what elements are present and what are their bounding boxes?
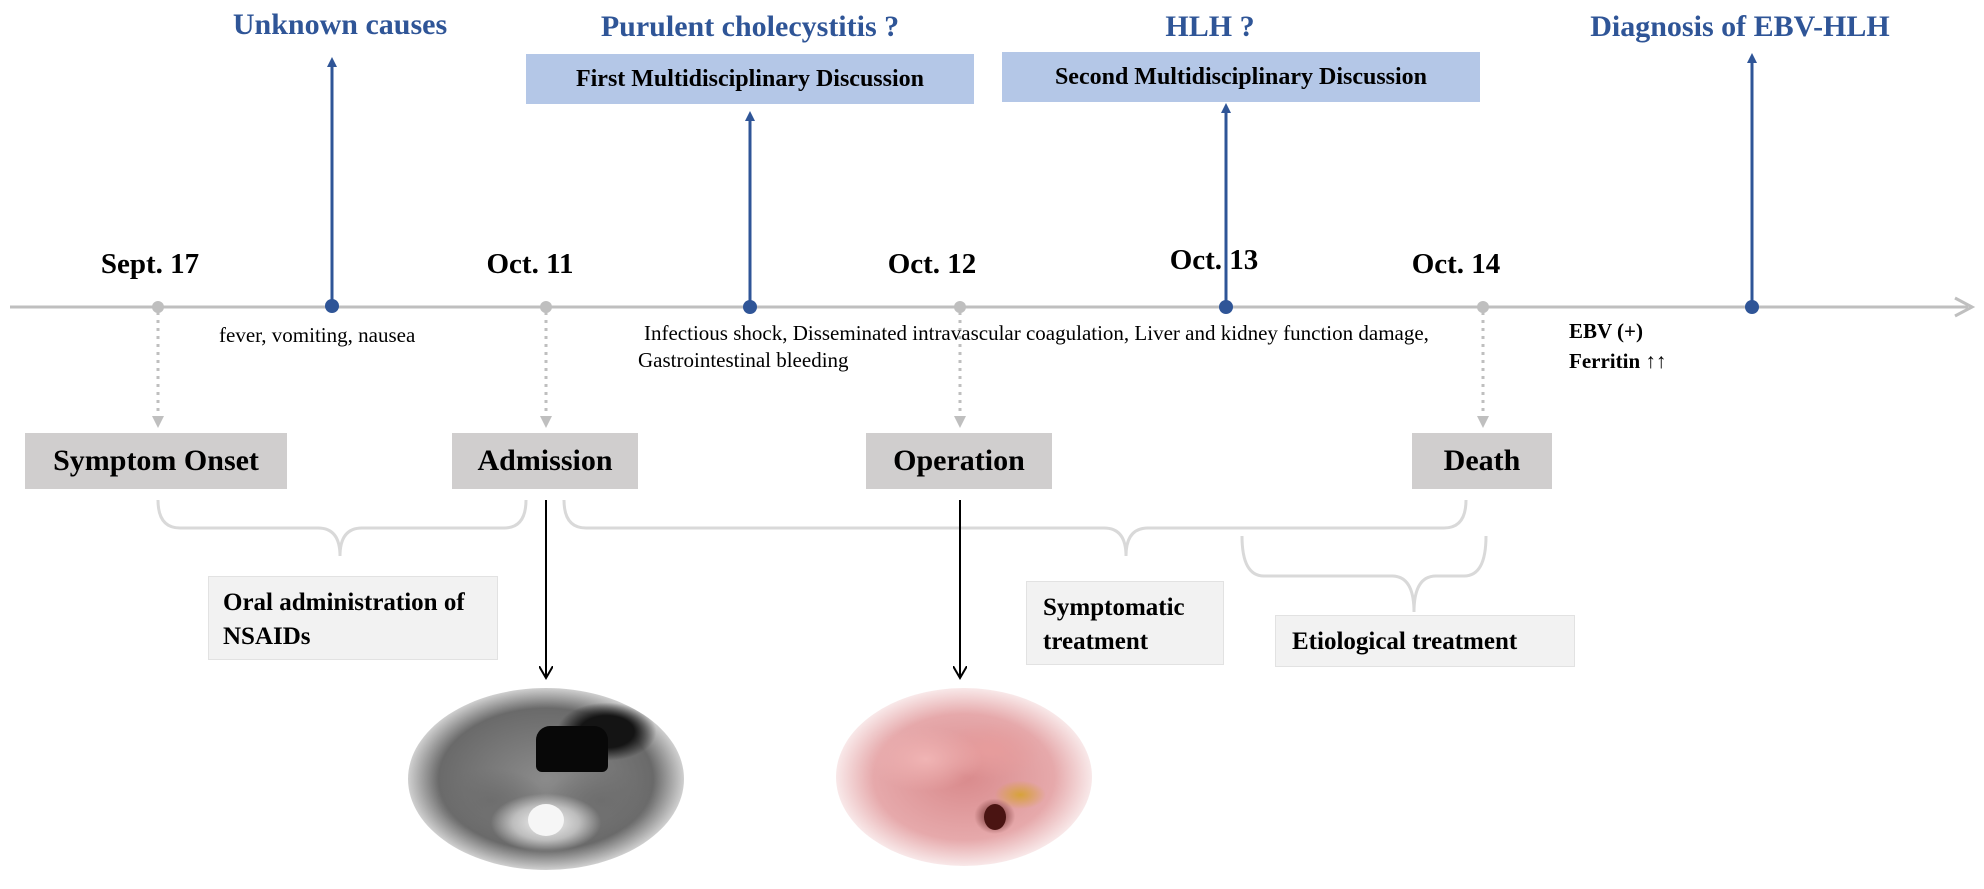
label-unknown-causes: Unknown causes	[232, 8, 448, 41]
marker-unknown-causes	[325, 299, 339, 313]
timeline-axis-arrowhead	[1954, 296, 1976, 318]
first-discussion-box: First Multidisciplinary Discussion	[526, 54, 974, 104]
brace-symptomatic	[562, 499, 1468, 557]
second-discussion-box: Second Multidisciplinary Discussion	[1002, 52, 1480, 102]
marker-diagnosis	[1745, 300, 1759, 314]
date-sept17: Sept. 17	[100, 248, 200, 280]
marker-oct11	[540, 301, 552, 313]
marker-oct12	[954, 301, 966, 313]
marker-sept17	[152, 301, 164, 313]
stage-admission: Admission	[452, 433, 638, 489]
label-diagnosis: Diagnosis of EBV-HLH	[1590, 10, 1890, 43]
ct-gas-region	[536, 726, 608, 772]
label-hlh: HLH ?	[1165, 10, 1255, 43]
brace-nsaids	[156, 499, 528, 557]
stage-death: Death	[1412, 433, 1552, 489]
brace-etiological	[1240, 535, 1488, 613]
marker-hlh	[1219, 300, 1233, 314]
label-purulent-cholecystitis: Purulent cholecystitis ?	[600, 10, 900, 43]
treatment-nsaids: Oral administration of NSAIDs	[208, 576, 498, 660]
lab-result-ebv: EBV (+)	[1569, 319, 1644, 343]
ct-scan-image	[408, 688, 684, 870]
ct-vertebra	[528, 804, 564, 836]
date-oct12: Oct. 12	[887, 248, 977, 280]
date-oct13: Oct. 13	[1169, 244, 1259, 276]
marker-purulent-cholecystitis	[743, 300, 757, 314]
symptoms-text: fever, vomiting, nausea	[219, 323, 416, 347]
complications-text: Infectious shock, Disseminated intravasc…	[638, 321, 1429, 372]
date-oct14: Oct. 14	[1411, 248, 1501, 280]
date-oct11: Oct. 11	[486, 248, 574, 280]
stage-operation: Operation	[866, 433, 1052, 489]
surgery-bleeding-spot	[984, 804, 1006, 830]
marker-oct14	[1477, 301, 1489, 313]
treatment-symptomatic: Symptomatic treatment	[1026, 581, 1224, 665]
surgical-field-image	[836, 688, 1092, 866]
stage-symptom-onset: Symptom Onset	[25, 433, 287, 489]
lab-result-ferritin: Ferritin ↑↑	[1569, 349, 1667, 373]
treatment-etiological: Etiological treatment	[1275, 615, 1575, 667]
lab-results: EBV (+) Ferritin ↑↑	[1569, 316, 1666, 376]
